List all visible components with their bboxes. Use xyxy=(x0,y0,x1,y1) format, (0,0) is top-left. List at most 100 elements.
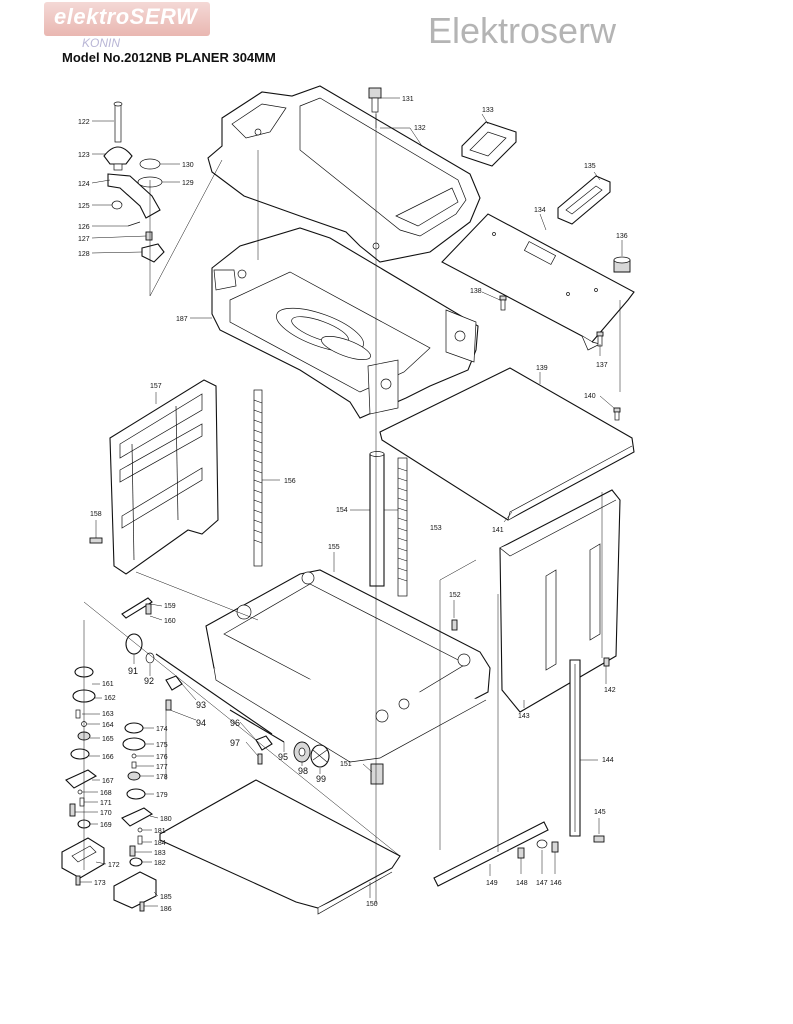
column-154 xyxy=(369,451,385,587)
label-92: 92 xyxy=(144,676,154,686)
label-132: 132 xyxy=(414,125,426,132)
label-135: 135 xyxy=(584,163,596,170)
side-cover xyxy=(499,489,621,713)
assembly-lines xyxy=(83,112,621,904)
part-93-block xyxy=(165,675,183,691)
label-181: 181 xyxy=(154,828,166,835)
part-97 xyxy=(257,753,263,765)
side-panel xyxy=(379,367,635,521)
part-91 xyxy=(125,633,143,655)
label-163: 163 xyxy=(102,711,114,718)
screw-137 xyxy=(596,331,604,347)
base xyxy=(205,569,491,763)
part-186 xyxy=(139,901,145,912)
part-175 xyxy=(122,737,146,751)
part-166 xyxy=(70,748,90,760)
label-173: 173 xyxy=(94,880,106,887)
part-158 xyxy=(89,537,103,544)
label-146: 146 xyxy=(550,880,562,887)
shaft-93 xyxy=(155,653,273,735)
label-171: 171 xyxy=(100,800,112,807)
label-175: 175 xyxy=(156,742,168,749)
label-151: 151 xyxy=(340,761,352,768)
part-95 xyxy=(229,709,285,743)
label-165: 165 xyxy=(102,736,114,743)
handle-133 xyxy=(461,121,517,167)
part-160 xyxy=(145,603,152,615)
label-160: 160 xyxy=(164,618,176,625)
part-183 xyxy=(129,845,136,857)
label-185: 185 xyxy=(160,894,172,901)
part-159 xyxy=(121,597,153,619)
part-173 xyxy=(75,875,81,886)
part-147 xyxy=(536,839,548,849)
part-182 xyxy=(129,857,143,867)
part-179 xyxy=(126,788,146,800)
threaded-rod-153 xyxy=(397,457,408,597)
label-167: 167 xyxy=(102,778,114,785)
label-180: 180 xyxy=(160,816,172,823)
label-168: 168 xyxy=(100,790,112,797)
part-184 xyxy=(137,835,143,845)
label-169: 169 xyxy=(100,822,112,829)
part-170 xyxy=(69,803,76,817)
label-162: 162 xyxy=(104,695,116,702)
label-149: 149 xyxy=(486,880,498,887)
label-174: 174 xyxy=(156,726,168,733)
part-142 xyxy=(603,657,610,667)
part-152 xyxy=(451,619,458,631)
label-147: 147 xyxy=(536,880,548,887)
label-161: 161 xyxy=(102,681,114,688)
label-141: 141 xyxy=(492,527,504,534)
part-163 xyxy=(75,709,81,719)
part-167 xyxy=(65,769,98,789)
label-178: 178 xyxy=(156,774,168,781)
label-139: 139 xyxy=(536,365,548,372)
part-127 xyxy=(145,231,153,241)
part-124 xyxy=(107,173,161,219)
part-146 xyxy=(551,841,559,853)
label-129: 129 xyxy=(182,180,194,187)
label-99: 99 xyxy=(316,774,326,784)
logo-text: elektroSERW xyxy=(54,4,198,29)
part-151 xyxy=(370,763,384,785)
label-123: 123 xyxy=(78,152,90,159)
part-180 xyxy=(121,807,154,827)
label-186: 186 xyxy=(160,906,172,913)
label-153: 153 xyxy=(430,525,442,532)
top-plate xyxy=(441,213,635,351)
part-122 xyxy=(113,101,123,143)
main-frame xyxy=(211,227,479,419)
label-166: 166 xyxy=(102,754,114,761)
leader-lines xyxy=(75,97,623,907)
part-172 xyxy=(61,837,105,879)
logo-badge xyxy=(44,2,210,36)
handle-135 xyxy=(557,175,611,225)
label-183: 183 xyxy=(154,850,166,857)
part-128 xyxy=(141,243,165,263)
label-138: 138 xyxy=(470,288,482,295)
label-137: 137 xyxy=(596,362,608,369)
part-185 xyxy=(113,871,157,909)
label-93: 93 xyxy=(196,700,206,710)
gear-98 xyxy=(293,741,311,763)
label-142: 142 xyxy=(604,687,616,694)
part-126 xyxy=(127,221,141,227)
brand-watermark: Elektroserw xyxy=(428,10,617,51)
label-179: 179 xyxy=(156,792,168,799)
label-127: 127 xyxy=(78,236,90,243)
label-95: 95 xyxy=(278,752,288,762)
label-157: 157 xyxy=(150,383,162,390)
threaded-rod-156 xyxy=(253,389,263,567)
label-97: 97 xyxy=(230,738,240,748)
part-92 xyxy=(145,652,155,664)
label-128: 128 xyxy=(78,251,90,258)
label-94: 94 xyxy=(196,718,206,728)
label-172: 172 xyxy=(108,862,120,869)
part-168 xyxy=(77,789,83,795)
label-125: 125 xyxy=(78,203,90,210)
screw-140 xyxy=(613,407,621,421)
label-154: 154 xyxy=(336,507,348,514)
label-156: 156 xyxy=(284,478,296,485)
top-cover xyxy=(207,85,481,263)
